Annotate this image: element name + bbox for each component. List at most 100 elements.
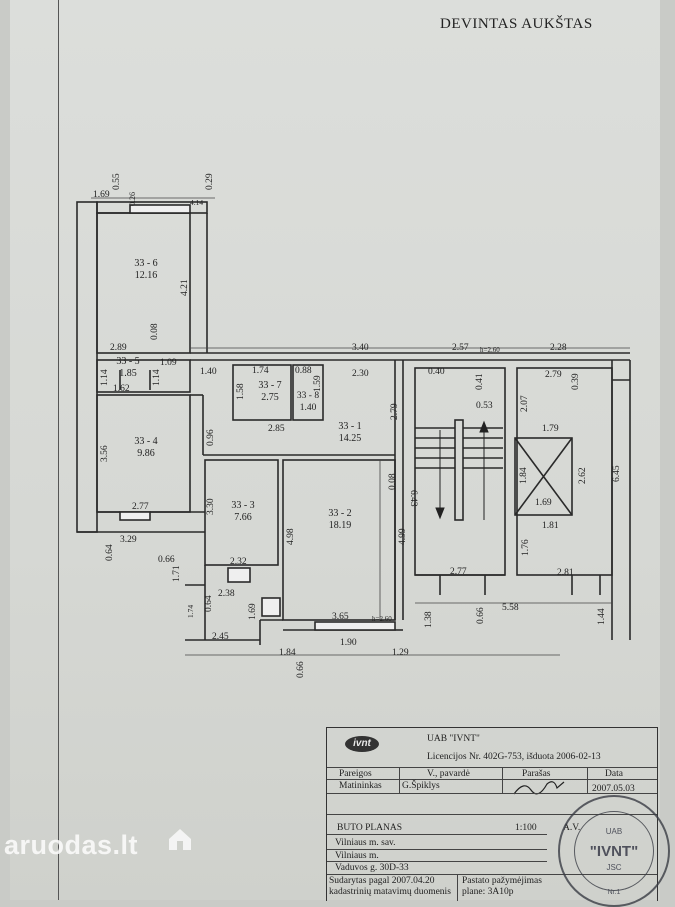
dim-label: 0.39	[571, 373, 581, 390]
dim-label: 1.69	[248, 603, 258, 620]
site-watermark: aruodas.lt	[4, 830, 139, 860]
dim-label: 2.45	[212, 632, 229, 642]
dim-label: 2.30	[352, 369, 369, 379]
room-33-8-outline	[292, 364, 324, 421]
title-block: ivnt UAB "IVNT" Licencijos Nr. 402G-753,…	[326, 727, 658, 901]
dim-label: 4.21	[180, 279, 190, 296]
building-plan: plane: 3A10p	[462, 887, 514, 897]
dim-label: 1.44	[597, 608, 607, 625]
dim-label: 2.79	[390, 403, 400, 420]
dim-label: 1.71	[172, 565, 182, 582]
dim-label: 5.58	[502, 603, 519, 613]
header-signature: Parašas	[522, 769, 551, 779]
room-33-2-outline	[282, 459, 396, 621]
dim-label: 0.08	[150, 323, 160, 340]
dim-label: 1.14	[152, 369, 162, 386]
room-33-7-width-label: 1.74	[252, 366, 269, 376]
binding-margin-line	[58, 0, 59, 900]
dim-label: 0.26	[128, 192, 137, 206]
header-name: V., pavardė	[427, 769, 470, 779]
dim-label: 0.41	[475, 373, 485, 390]
scale-value: 1:100	[515, 823, 537, 833]
elevator-shaft-outline	[516, 367, 613, 576]
person-value: G.Špiklys	[402, 781, 440, 791]
dim-label: 1.58	[236, 383, 246, 400]
dim-label: 0.96	[206, 429, 216, 446]
dim-label: 4.14	[190, 198, 204, 207]
dim-label: 1.74	[186, 604, 195, 618]
dim-label: 2.77	[450, 567, 467, 577]
stairwell-outline	[414, 367, 506, 576]
dim-label: 0.88	[295, 366, 312, 376]
document-title: BUTO PLANAS	[337, 823, 403, 833]
dim-label: 1.69	[535, 498, 552, 508]
dim-label: 4.98	[286, 528, 296, 545]
dim-label: 1.84	[279, 648, 296, 658]
date-value: 2007.05.03	[592, 784, 635, 794]
elevator-cabin	[514, 437, 573, 516]
dim-label: 2.57	[452, 343, 469, 353]
dim-label: 2.77	[132, 502, 149, 512]
dim-label: 1.29	[392, 648, 409, 658]
dim-label: 1.40	[200, 367, 217, 377]
wall-left-outer	[76, 201, 98, 533]
dim-label: 1.69	[93, 190, 110, 200]
header-position: Pareigos	[339, 769, 372, 779]
dim-label: 1.90	[340, 638, 357, 648]
dim-label: 0.64	[204, 595, 214, 612]
dim-label: 6.43	[408, 490, 418, 507]
dim-label: 3.29	[120, 535, 137, 545]
dim-label: h=2.60	[372, 615, 392, 623]
dim-label: 3.65	[332, 612, 349, 622]
dim-label: 2.38	[218, 589, 235, 599]
dim-label: 0.66	[158, 555, 175, 565]
dim-label: 0.53	[476, 401, 493, 411]
dim-label: 4.99	[398, 528, 408, 545]
building-mark: Pastato pažymėjimas	[462, 876, 542, 886]
dim-label: 3.56	[100, 445, 110, 462]
role-value: Matininkas	[339, 781, 382, 791]
municipality: Vilniaus m. sav.	[335, 838, 396, 848]
dim-label: 1.38	[424, 611, 434, 628]
dim-label: 0.40	[428, 367, 445, 377]
room-33-6-outline	[96, 212, 191, 354]
room-33-3-outline	[204, 459, 279, 566]
room-33-5-outline	[96, 359, 191, 393]
company-seal: UAB "IVNT" JSC Nr.1	[558, 795, 670, 907]
dim-label: 2.28	[550, 343, 567, 353]
ivnt-logo: ivnt	[345, 736, 379, 752]
dim-label: 0.55	[112, 173, 122, 190]
dim-label: 1.79	[542, 424, 559, 434]
compiled-line-1: Sudarytas pagal 2007.04.20	[329, 876, 435, 886]
dim-label: 0.29	[205, 173, 215, 190]
dim-label: 2.89	[110, 343, 127, 353]
dim-label: 2.07	[520, 395, 530, 412]
dim-label: 2.79	[545, 370, 562, 380]
dim-label: 1.62	[113, 384, 130, 394]
dim-label: 2.32	[230, 557, 247, 567]
dim-label: 2.81	[557, 568, 574, 578]
dim-label: 0.66	[296, 661, 306, 678]
address: Vaduvos g. 30D-33	[335, 863, 409, 873]
signature-scribble	[513, 781, 565, 795]
dim-label: 6.45	[612, 465, 622, 482]
dim-label: 1.09	[160, 358, 177, 368]
dim-label: 1.81	[542, 521, 559, 531]
company-name: UAB "IVNT"	[427, 734, 480, 744]
dim-label: h=2.60	[480, 346, 500, 354]
watermark-house-icon	[169, 829, 191, 850]
room-33-7-outline	[232, 364, 292, 421]
city: Vilniaus m.	[335, 851, 379, 861]
header-date: Data	[605, 769, 623, 779]
floor-title: DEVINTAS AUKŠTAS	[440, 16, 593, 32]
dim-label: 0.64	[105, 544, 115, 561]
dim-label: 2.85	[268, 424, 285, 434]
